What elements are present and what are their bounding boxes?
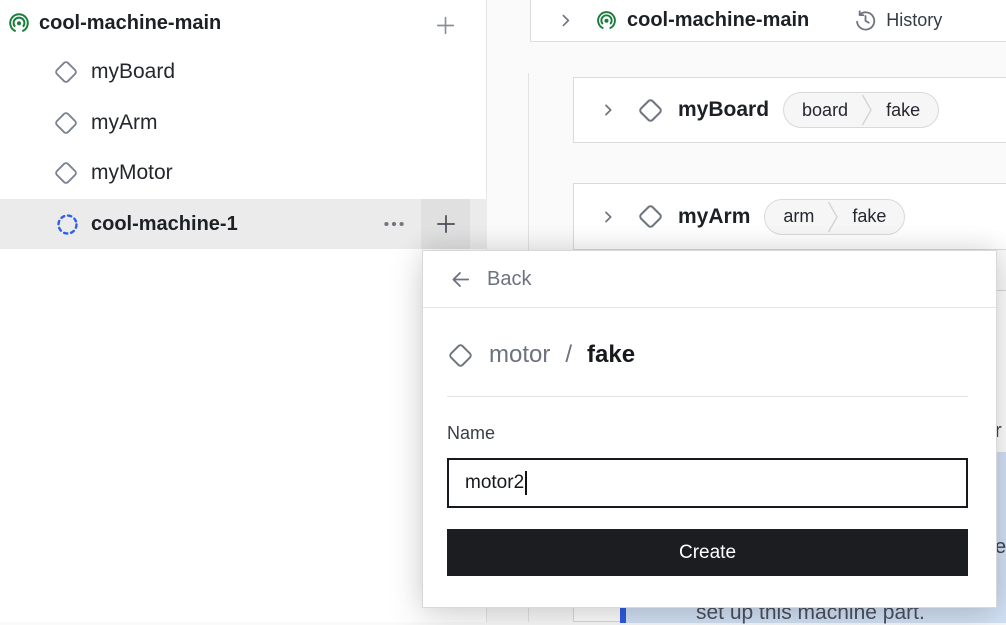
- chevron-right-icon[interactable]: [557, 12, 574, 29]
- name-input-value: motor2: [465, 472, 525, 493]
- name-field-label: Name: [447, 423, 496, 443]
- subject-model: fake: [587, 341, 636, 368]
- component-diamond-icon: [637, 203, 664, 230]
- name-input[interactable]: motor2: [447, 458, 968, 508]
- component-diamond-icon: [53, 160, 79, 186]
- machine-online-icon: [8, 12, 30, 34]
- dashed-circle-icon: [56, 213, 79, 236]
- sidebar-item-cool-machine-1[interactable]: cool-machine-1: [0, 199, 487, 249]
- create-component-dialog: Back motor / fake Name motor2 Create: [422, 250, 997, 608]
- back-button[interactable]: Back: [423, 251, 996, 308]
- machine-panel-title: cool-machine-main: [627, 9, 810, 31]
- ellipsis-menu-icon[interactable]: [380, 212, 408, 236]
- add-component-button-active[interactable]: [421, 199, 470, 249]
- history-button[interactable]: History: [854, 9, 942, 32]
- add-component-button[interactable]: [431, 11, 459, 39]
- subject-separator: /: [565, 341, 573, 368]
- clipped-text-fragment: e: [995, 536, 1006, 558]
- component-diamond-icon: [637, 97, 664, 124]
- badge-type: board: [802, 99, 849, 120]
- component-diamond-icon: [449, 343, 472, 367]
- badge-divider-icon: [861, 94, 872, 126]
- chevron-right-icon[interactable]: [600, 102, 616, 118]
- component-diamond-icon: [53, 59, 79, 85]
- subject-type: motor: [489, 341, 551, 368]
- history-label: History: [886, 10, 943, 30]
- machine-tree-sidebar: cool-machine-main myBoard myArm myMotor …: [0, 0, 487, 622]
- machine-panel-header: cool-machine-main History: [530, 0, 1006, 42]
- sidebar-item-myMotor[interactable]: myMotor: [0, 148, 487, 198]
- sidebar-item-myArm[interactable]: myArm: [0, 98, 487, 148]
- sidebar-item-label: myMotor: [91, 161, 173, 184]
- card-title: myBoard: [678, 98, 770, 121]
- badge-divider-icon: [828, 201, 839, 232]
- badge-model: fake: [852, 206, 887, 226]
- card-title: myArm: [678, 204, 751, 228]
- back-label: Back: [487, 267, 532, 290]
- type-model-badge: board fake: [783, 92, 940, 128]
- badge-type: arm: [783, 206, 815, 226]
- sidebar-item-label: myArm: [91, 111, 158, 134]
- clipped-text-fragment: r: [995, 420, 1002, 442]
- sidebar-item-machine-root[interactable]: cool-machine-main: [0, 4, 487, 42]
- text-cursor: [525, 471, 528, 495]
- sidebar-item-label: myBoard: [91, 60, 176, 83]
- back-arrow-icon: [452, 271, 470, 287]
- component-card-myArm[interactable]: myArm arm fake: [573, 183, 1006, 250]
- create-button[interactable]: Create: [447, 529, 968, 576]
- sidebar-item-label: cool-machine-1: [91, 212, 238, 235]
- component-card-myBoard[interactable]: myBoard board fake: [573, 77, 1006, 143]
- type-model-badge: arm fake: [764, 198, 906, 235]
- machine-online-icon: [596, 10, 617, 31]
- sidebar-item-myBoard[interactable]: myBoard: [0, 47, 487, 97]
- badge-model: fake: [886, 99, 921, 120]
- chevron-right-icon[interactable]: [600, 209, 616, 225]
- dialog-subject: motor / fake: [447, 341, 968, 369]
- sidebar-machine-label: cool-machine-main: [39, 11, 222, 34]
- dialog-divider: [447, 396, 968, 397]
- component-diamond-icon: [53, 110, 79, 136]
- history-clock-icon: [856, 10, 876, 31]
